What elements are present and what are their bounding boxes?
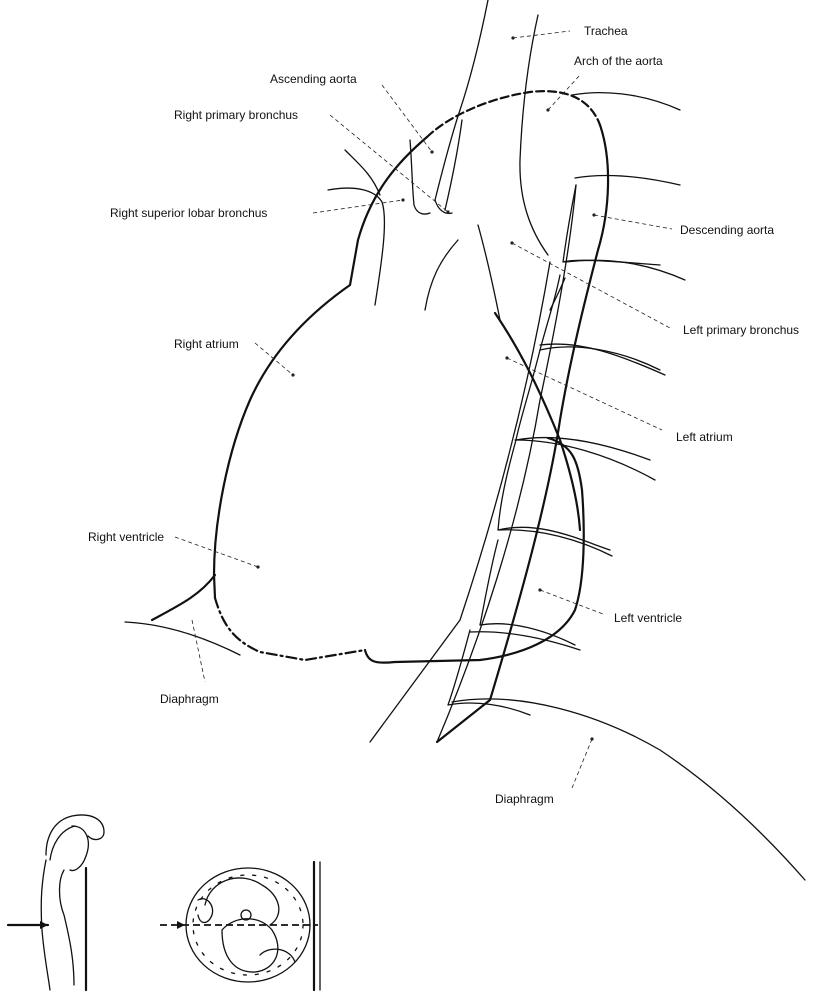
label-left-ventricle: Left ventricle	[614, 611, 682, 625]
rib-8	[470, 632, 580, 650]
diaphragm-right-curve	[125, 622, 240, 655]
rib-5	[540, 344, 665, 375]
posterior-line	[370, 262, 550, 742]
diaphragm-right-thick	[152, 575, 215, 620]
atrium-line-1	[425, 240, 458, 310]
label-ascending-aorta: Ascending aorta	[270, 72, 357, 86]
vertebra-6	[448, 630, 530, 715]
label-right-primary-bronchus: Right primary bronchus	[174, 108, 298, 122]
label-right-atrium: Right atrium	[174, 337, 239, 351]
label-left-atrium: Left atrium	[676, 430, 733, 444]
vertebra-3	[516, 350, 650, 460]
vertebra-2	[540, 275, 660, 370]
atrium-line-2	[478, 225, 500, 320]
aortic-arch-dashed	[427, 91, 600, 137]
trachea-left-wall	[435, 0, 488, 200]
rib-7	[498, 530, 612, 556]
esophagus-line	[495, 313, 580, 530]
label-left-primary-bronchus: Left primary bronchus	[683, 323, 799, 337]
heart-inferior-border-dashed	[215, 598, 365, 660]
rib-6	[515, 440, 655, 480]
label-trachea: Trachea	[584, 24, 628, 38]
trachea-right-wall	[520, 15, 548, 255]
label-arch-of-aorta: Arch of the aorta	[574, 54, 663, 68]
label-descending-aorta: Descending aorta	[680, 223, 774, 237]
vertebra-1	[563, 185, 660, 265]
diaphragm-left-curve	[452, 699, 805, 880]
cross-section-inset	[160, 862, 320, 990]
rib-4	[550, 278, 565, 310]
label-diaphragm-right: Diaphragm	[160, 692, 219, 706]
leaders	[175, 31, 672, 788]
label-diaphragm-left: Diaphragm	[495, 792, 554, 806]
bronchus-stub	[445, 120, 462, 210]
label-right-superior-lobar-bronchus: Right superior lobar bronchus	[110, 206, 267, 220]
label-right-ventricle: Right ventricle	[88, 530, 164, 544]
patient-position-inset	[8, 815, 104, 990]
rib-3	[565, 260, 685, 280]
rib-2	[575, 176, 680, 185]
